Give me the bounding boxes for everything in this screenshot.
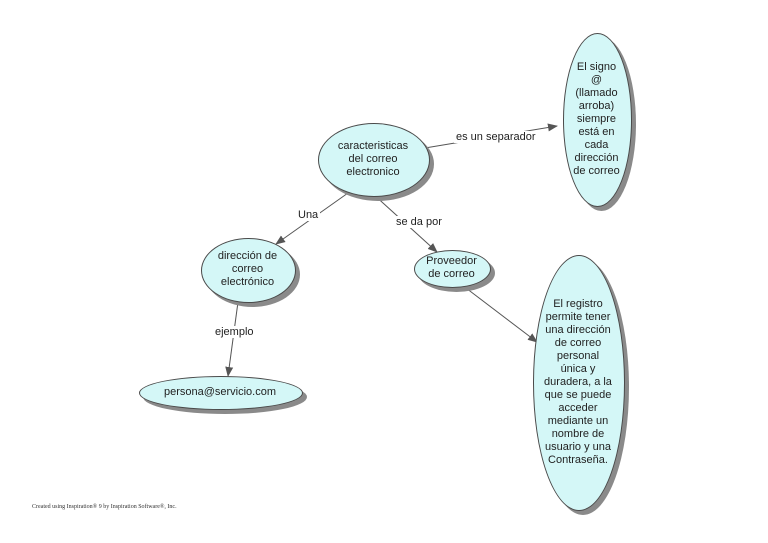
link-label-es-un-separador: es un separador — [454, 131, 538, 143]
link-label-ejemplo: ejemplo — [213, 326, 256, 338]
connector-ejemplo — [225, 301, 239, 377]
connector-proveedor-registro — [461, 284, 538, 343]
node-shape-signo — [563, 33, 632, 207]
node-persona[interactable]: persona@servicio.com — [163, 385, 277, 398]
node-shape-persona — [139, 376, 303, 410]
node-shape-proveedor — [414, 250, 491, 288]
link-label-se-da-por: se da por — [394, 216, 444, 228]
node-shape-direccion — [201, 238, 296, 303]
node-caracteristicas[interactable]: caracteristicas del correo electronico — [337, 139, 409, 178]
link-label-una: Una — [296, 209, 321, 221]
node-signo[interactable]: El signo @ (llamado arroba) siempre está… — [573, 60, 620, 177]
node-shape-registro — [533, 255, 625, 511]
node-direccion[interactable]: dirección de correo electrónico — [217, 250, 278, 288]
footer-credit: Created using Inspiration® 9 by Inspirat… — [32, 504, 177, 510]
node-shape-caracteristicas — [318, 123, 430, 197]
node-registro[interactable]: El registro permite tener una dirección … — [544, 297, 612, 466]
node-proveedor[interactable]: Proveedor de correo — [426, 255, 477, 280]
